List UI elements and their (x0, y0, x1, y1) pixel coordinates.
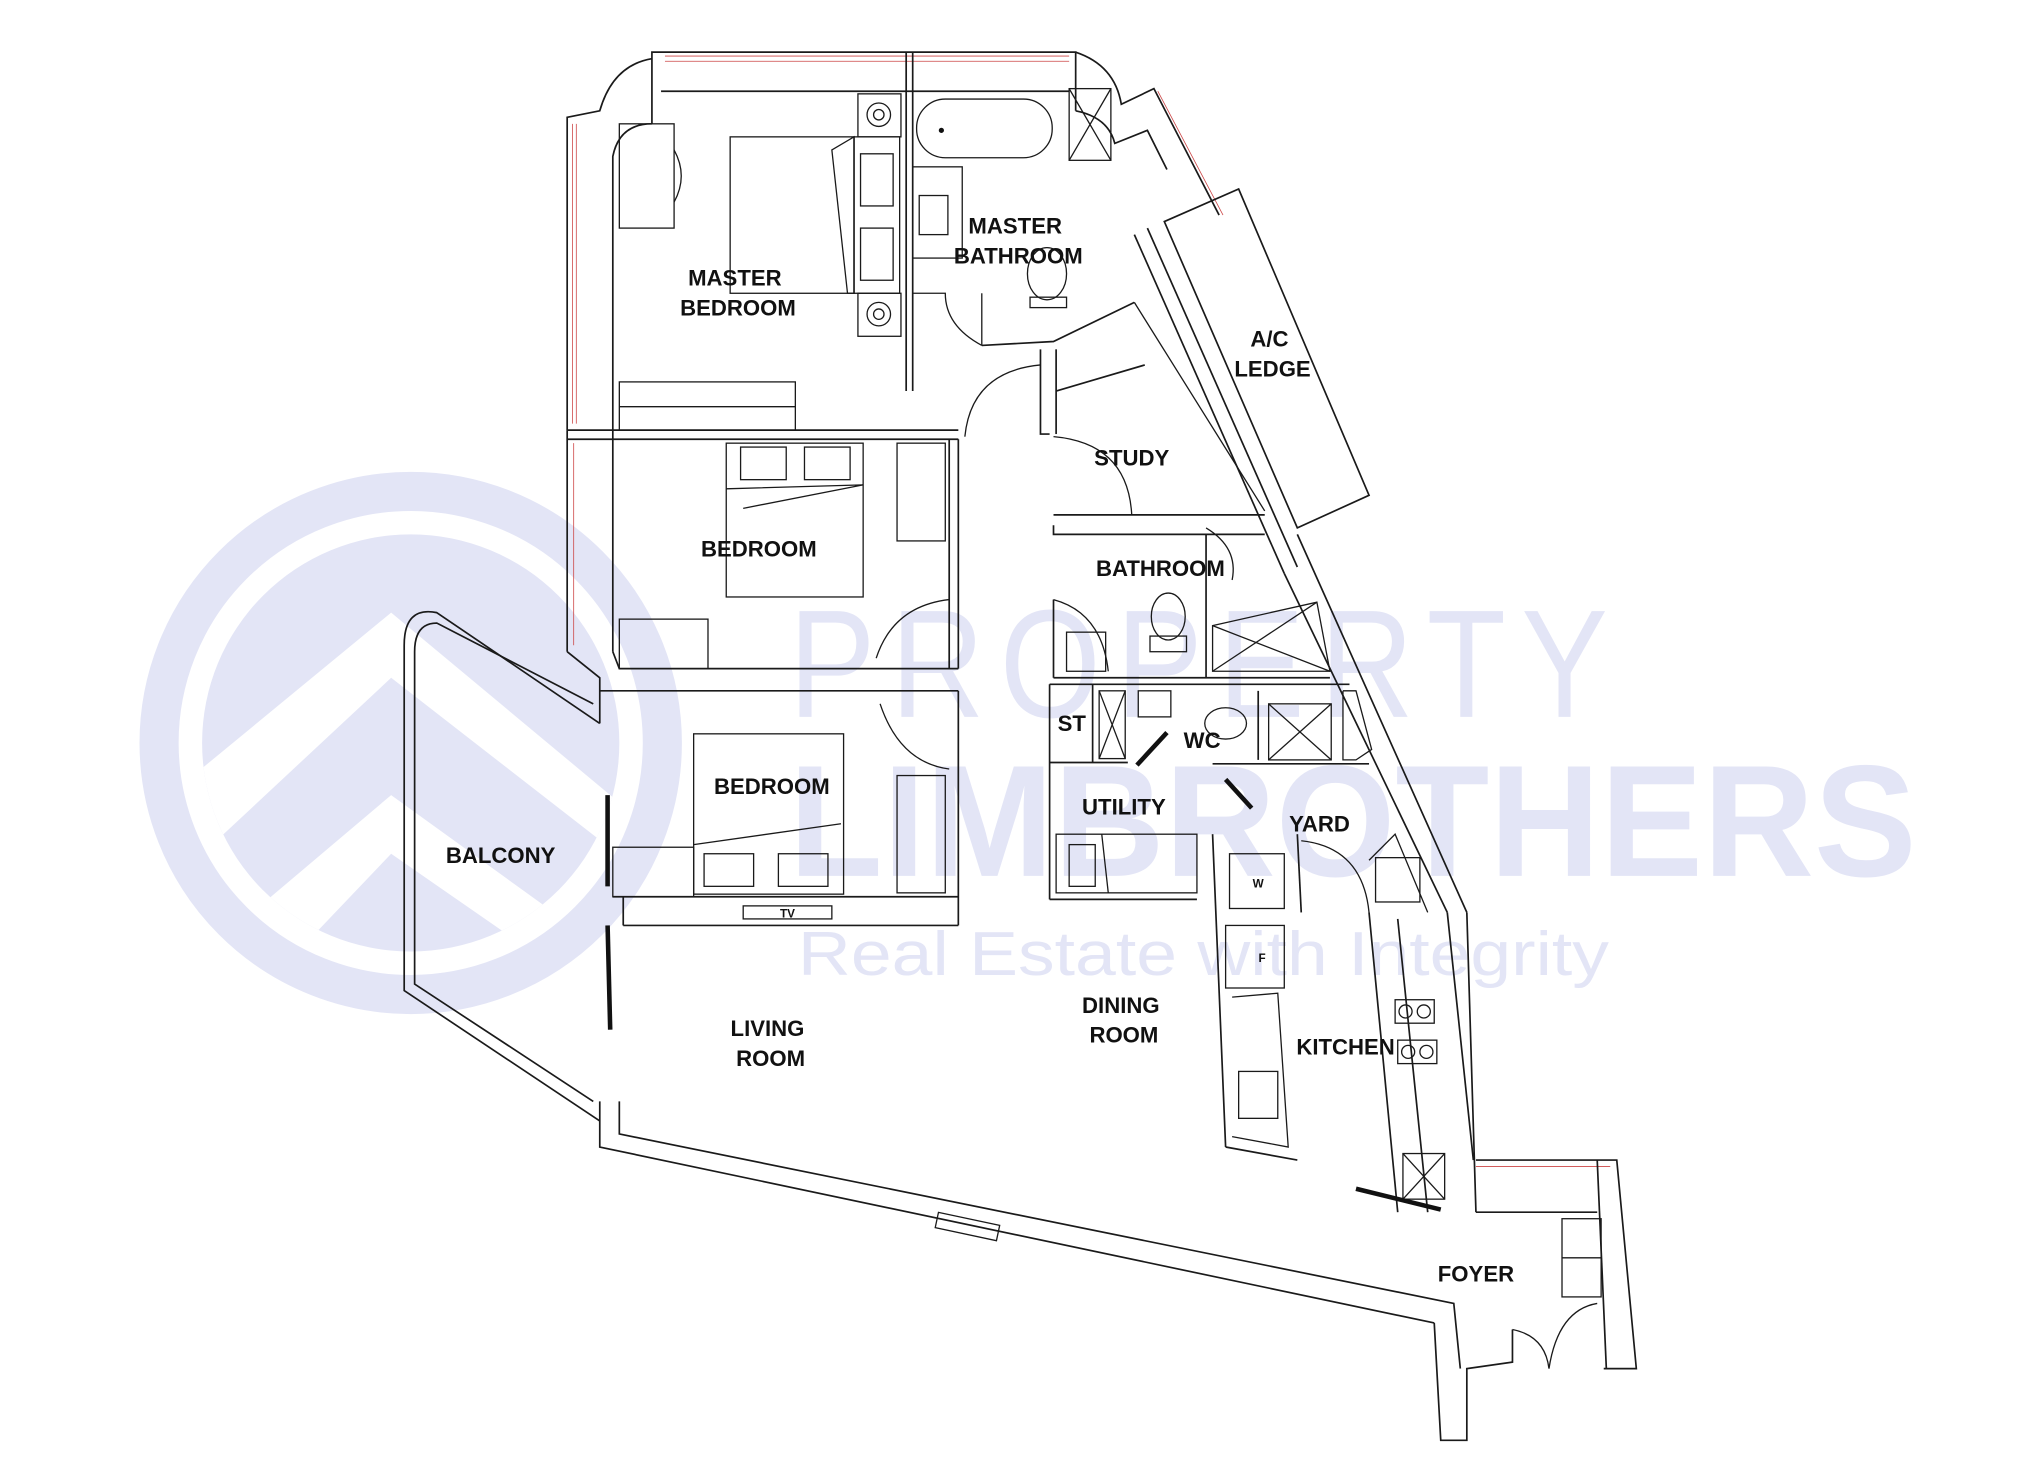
desk (618, 123, 675, 229)
bathtub (915, 98, 1053, 159)
watermark-line1: PROPERTY (789, 578, 1623, 750)
label-utility: UTILITY (1082, 795, 1166, 820)
tv-unit (742, 905, 833, 920)
label-yard: YARD (1289, 812, 1350, 837)
tv-label: TV (780, 908, 795, 921)
watermark-tagline: Real Estate with Integrity (798, 919, 1610, 989)
label-dining-room: DINING ROOM (1082, 993, 1166, 1048)
label-ac-ledge: A/C LEDGE (1234, 327, 1310, 382)
label-store: ST (1058, 711, 1087, 736)
label-master-bathroom: MASTER BATHROOM (954, 213, 1083, 268)
room-labels: MASTER BEDROOM MASTER BATHROOM A/C LEDGE… (446, 213, 1514, 1286)
watermark-line2: LIMBROTHERS (789, 732, 1917, 910)
watermark-logo-icon (139, 471, 682, 1015)
bed-2 (725, 442, 864, 598)
label-balcony: BALCONY (446, 843, 556, 868)
fridge-label: F (1259, 952, 1266, 965)
washer-label: W (1253, 878, 1265, 891)
furniture: TV W F (612, 87, 1442, 1212)
label-foyer: FOYER (1438, 1261, 1514, 1286)
label-master-bedroom: MASTER BEDROOM (680, 265, 796, 320)
bed-3 (692, 733, 845, 895)
label-wc: WC (1184, 728, 1221, 753)
label-bedroom-3: BEDROOM (714, 774, 830, 799)
label-bathroom: BATHROOM (1096, 556, 1225, 581)
label-living-room: LIVING ROOM (731, 1016, 811, 1071)
watermark: PROPERTY LIMBROTHERS Real Estate with In… (139, 471, 1917, 1015)
label-kitchen: KITCHEN (1296, 1034, 1395, 1059)
walls (403, 51, 1638, 1442)
desk-2 (618, 618, 709, 670)
label-study: STUDY (1094, 445, 1169, 470)
label-bedroom-2: BEDROOM (701, 537, 817, 562)
